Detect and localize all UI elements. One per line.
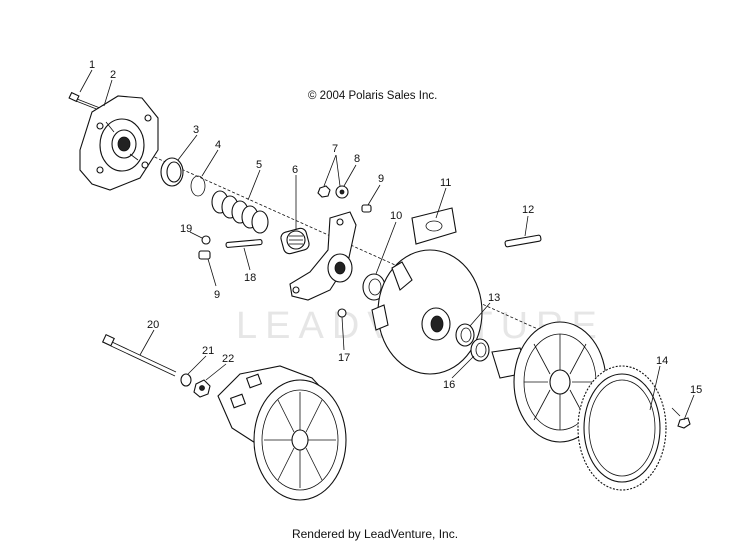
callout-20: 20 <box>147 319 159 331</box>
callout-13: 13 <box>488 292 500 304</box>
callout-10: 10 <box>390 210 402 222</box>
part-4-snap-ring <box>190 175 206 197</box>
part-9-pin-lower <box>198 250 211 260</box>
part-8-washer <box>335 185 349 199</box>
callout-18: 18 <box>244 272 256 284</box>
callout-9-lower: 9 <box>214 289 220 301</box>
part-22-nut <box>193 379 211 398</box>
callout-22: 22 <box>222 353 234 365</box>
callout-21: 21 <box>202 345 214 357</box>
part-9-pin-upper <box>361 204 372 213</box>
footer-credit: Rendered by LeadVenture, Inc. <box>291 527 459 541</box>
callout-11: 11 <box>440 177 451 189</box>
part-roller-arm <box>289 211 357 301</box>
callout-15: 15 <box>690 384 702 396</box>
callout-19: 19 <box>180 223 192 235</box>
callout-5: 5 <box>256 159 262 171</box>
part-moveable-sheave <box>371 249 483 375</box>
part-15-bolt <box>671 407 691 429</box>
callout-14: 14 <box>656 355 668 367</box>
callout-12: 12 <box>522 204 534 216</box>
part-11-plate <box>411 207 457 245</box>
callout-17: 17 <box>338 352 350 364</box>
callout-2: 2 <box>110 69 116 81</box>
part-19-pin-head <box>201 235 211 245</box>
copyright-notice: © 2004 Polaris Sales Inc. <box>308 90 438 102</box>
part-5-spring <box>211 190 269 234</box>
part-1-bolt <box>68 91 101 111</box>
part-20-bolt <box>101 333 177 377</box>
part-spider-cover <box>79 95 159 191</box>
part-21-washer <box>180 373 192 387</box>
callout-7: 7 <box>332 143 338 155</box>
callout-3: 3 <box>193 124 199 136</box>
part-14-ring-gear <box>577 365 667 491</box>
part-3-bushing <box>160 157 184 187</box>
part-17-screw <box>337 308 347 318</box>
part-13-bushing <box>455 323 475 347</box>
callout-1: 1 <box>89 59 95 71</box>
part-12-pin <box>504 234 542 248</box>
callout-labels: 1 2 3 4 5 6 7 8 9 10 11 12 13 14 15 16 1… <box>89 59 702 396</box>
callout-4: 4 <box>215 139 221 151</box>
callout-8: 8 <box>354 153 360 165</box>
callout-9-upper: 9 <box>378 173 384 185</box>
part-clutch-assembly <box>217 365 347 501</box>
part-7-nut <box>317 185 331 198</box>
callout-6: 6 <box>292 164 298 176</box>
part-18-pin <box>225 239 263 248</box>
callout-16: 16 <box>443 379 455 391</box>
part-16-bushing <box>470 338 490 362</box>
leader-lines <box>79 69 695 421</box>
part-6-roller <box>280 227 310 255</box>
